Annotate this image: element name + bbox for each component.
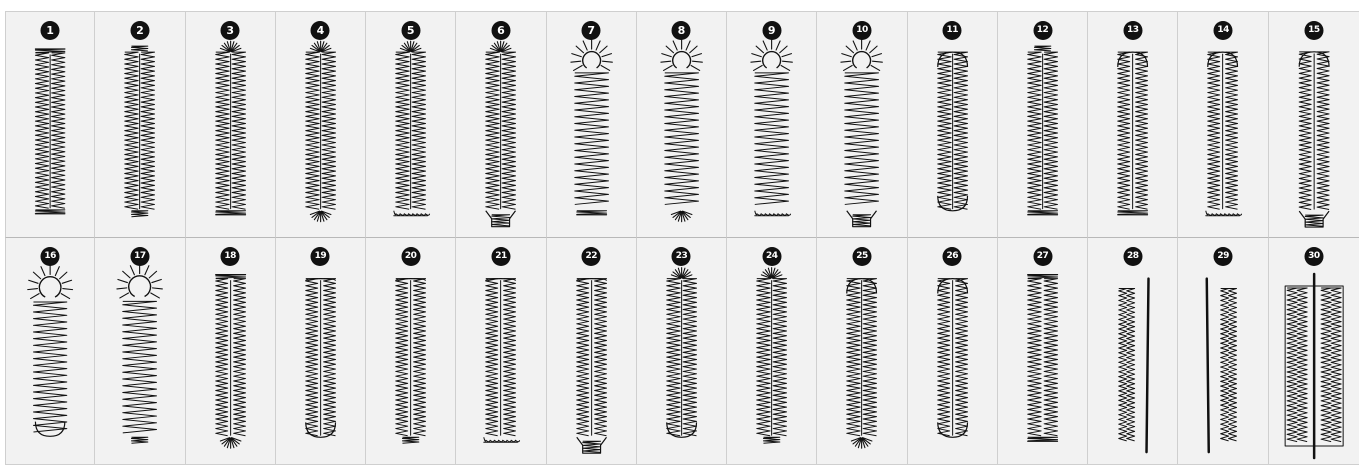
buttonhole-stitch-icon: [817, 12, 906, 237]
buttonhole-stitch-icon: [1269, 238, 1359, 464]
buttonhole-stitch-icon: [1178, 12, 1267, 237]
buttonhole-stitch-icon: [547, 238, 636, 464]
stitch-cell[interactable]: 22: [547, 238, 637, 464]
stitch-cell[interactable]: 4: [276, 12, 366, 238]
buttonhole-stitch-icon: [637, 12, 726, 237]
buttonhole-stitch-icon: [186, 238, 275, 464]
stitch-cell[interactable]: 23: [637, 238, 727, 464]
buttonhole-stitch-icon: [6, 238, 94, 464]
stitch-cell[interactable]: 30: [1269, 238, 1359, 464]
buttonhole-stitch-icon: [366, 238, 455, 464]
buttonhole-stitch-icon: [727, 238, 816, 464]
buttonhole-stitch-icon: [1178, 238, 1267, 464]
stitch-cell[interactable]: 5: [366, 12, 456, 238]
stitch-cell[interactable]: 17: [95, 238, 185, 464]
buttonhole-stitch-icon: [727, 12, 816, 237]
buttonhole-stitch-icon: [908, 238, 997, 464]
stitch-cell[interactable]: 7: [547, 12, 637, 238]
buttonhole-stitch-icon: [1088, 12, 1177, 237]
buttonhole-stitch-chart: 1234567891011121314151617181920212223242…: [5, 11, 1359, 465]
buttonhole-stitch-icon: [908, 12, 997, 237]
stitch-cell[interactable]: 16: [5, 238, 95, 464]
buttonhole-stitch-icon: [95, 12, 184, 237]
buttonhole-stitch-icon: [456, 238, 545, 464]
stitch-cell[interactable]: 28: [1088, 238, 1178, 464]
stitch-cell[interactable]: 9: [727, 12, 817, 238]
buttonhole-stitch-icon: [1088, 238, 1177, 464]
stitch-cell[interactable]: 6: [456, 12, 546, 238]
buttonhole-stitch-icon: [547, 12, 636, 237]
buttonhole-stitch-icon: [95, 238, 184, 464]
stitch-cell[interactable]: 21: [456, 238, 546, 464]
stitch-cell[interactable]: 27: [998, 238, 1088, 464]
stitch-cell[interactable]: 2: [95, 12, 185, 238]
stitch-cell[interactable]: 18: [186, 238, 276, 464]
stitch-cell[interactable]: 19: [276, 238, 366, 464]
buttonhole-stitch-icon: [998, 238, 1087, 464]
buttonhole-stitch-icon: [817, 238, 906, 464]
buttonhole-stitch-icon: [456, 12, 545, 237]
stitch-cell[interactable]: 29: [1178, 238, 1268, 464]
stitch-cell[interactable]: 13: [1088, 12, 1178, 238]
buttonhole-stitch-icon: [186, 12, 275, 237]
stitch-cell[interactable]: 10: [817, 12, 907, 238]
buttonhole-stitch-icon: [1269, 12, 1359, 237]
stitch-cell[interactable]: 15: [1269, 12, 1359, 238]
stitch-cell[interactable]: 24: [727, 238, 817, 464]
stitch-cell[interactable]: 12: [998, 12, 1088, 238]
stitch-cell[interactable]: 11: [908, 12, 998, 238]
buttonhole-stitch-icon: [276, 238, 365, 464]
stitch-cell[interactable]: 1: [5, 12, 95, 238]
buttonhole-stitch-icon: [276, 12, 365, 237]
buttonhole-stitch-icon: [637, 238, 726, 464]
stitch-cell[interactable]: 14: [1178, 12, 1268, 238]
buttonhole-stitch-icon: [366, 12, 455, 237]
buttonhole-stitch-icon: [998, 12, 1087, 237]
buttonhole-stitch-icon: [6, 12, 94, 237]
stitch-cell[interactable]: 3: [186, 12, 276, 238]
stitch-cell[interactable]: 8: [637, 12, 727, 238]
stitch-cell[interactable]: 20: [366, 238, 456, 464]
stitch-cell[interactable]: 25: [817, 238, 907, 464]
stitch-cell[interactable]: 26: [908, 238, 998, 464]
